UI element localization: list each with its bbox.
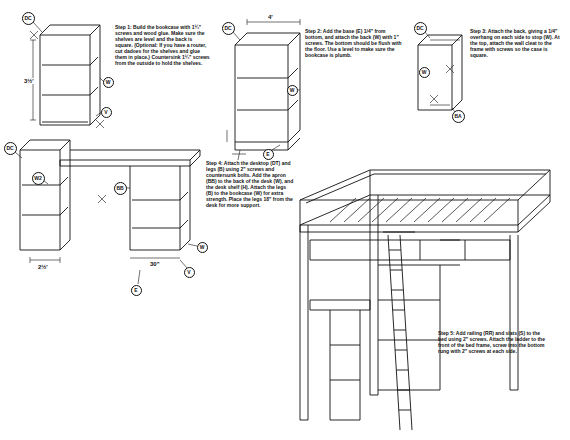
step-instruction: Step 4: Attach the desktop (DT) and legs… — [206, 160, 294, 208]
step-instruction: Step 1: Build the bookcase with 1¼" scre… — [115, 24, 210, 66]
bookcase-drawing — [30, 25, 104, 128]
callout-circle: V — [101, 107, 112, 118]
step-instruction: Step 2: Add the base (E) 1/4" from botto… — [305, 28, 405, 58]
callout-letter: W — [422, 70, 427, 75]
callout-circle: W — [103, 77, 114, 88]
callout-letter: E — [134, 288, 137, 293]
callout-letter: E — [266, 152, 269, 157]
leader-lines — [15, 22, 455, 284]
callout-circle: BA — [452, 110, 465, 123]
callout-letter: DC — [24, 16, 31, 21]
loft-bed-drawing — [300, 170, 550, 420]
callout-letter: W — [106, 80, 111, 85]
callout-circle: DC — [4, 142, 17, 155]
callout-circle: DC — [222, 22, 235, 35]
step-instruction: Step 5: Add railing (RR) and slats (S) t… — [438, 330, 550, 354]
dimension-label: 3½' — [24, 78, 34, 84]
dimension-label: 30" — [150, 261, 160, 267]
callout-circle: W — [419, 67, 430, 78]
callout-letter: DC — [416, 26, 423, 31]
callout-circle: W — [197, 242, 208, 253]
callout-circle: E — [131, 285, 142, 296]
bookcase-base-drawing — [227, 19, 300, 160]
callout-letter: W — [290, 88, 295, 93]
callout-circle: BB — [114, 182, 127, 195]
dimension-label: 2½' — [38, 264, 48, 270]
callout-letter: W2 — [34, 176, 42, 181]
callout-circle: W — [287, 85, 298, 96]
callout-letter: DC — [6, 146, 13, 151]
callout-circle: DC — [22, 12, 35, 25]
callout-circle: E — [263, 149, 274, 160]
callout-letter: V — [187, 270, 190, 275]
callout-letter: W — [200, 245, 205, 250]
step-instruction: Step 3: Attach the back, giving a 1/4" o… — [470, 28, 566, 58]
desk-drawing — [20, 140, 200, 263]
callout-letter: DC — [224, 26, 231, 31]
callout-letter: BB — [116, 186, 123, 191]
dimension-label: 4' — [268, 14, 273, 20]
ladder — [383, 232, 415, 430]
callout-letter: V — [104, 110, 107, 115]
callout-circle: DC — [414, 22, 427, 35]
callout-circle: W2 — [32, 172, 45, 185]
callout-circle: V — [184, 267, 195, 278]
bed-slats — [330, 198, 510, 222]
wall-cabinet-drawing — [418, 35, 462, 110]
callout-letter: BA — [454, 114, 461, 119]
